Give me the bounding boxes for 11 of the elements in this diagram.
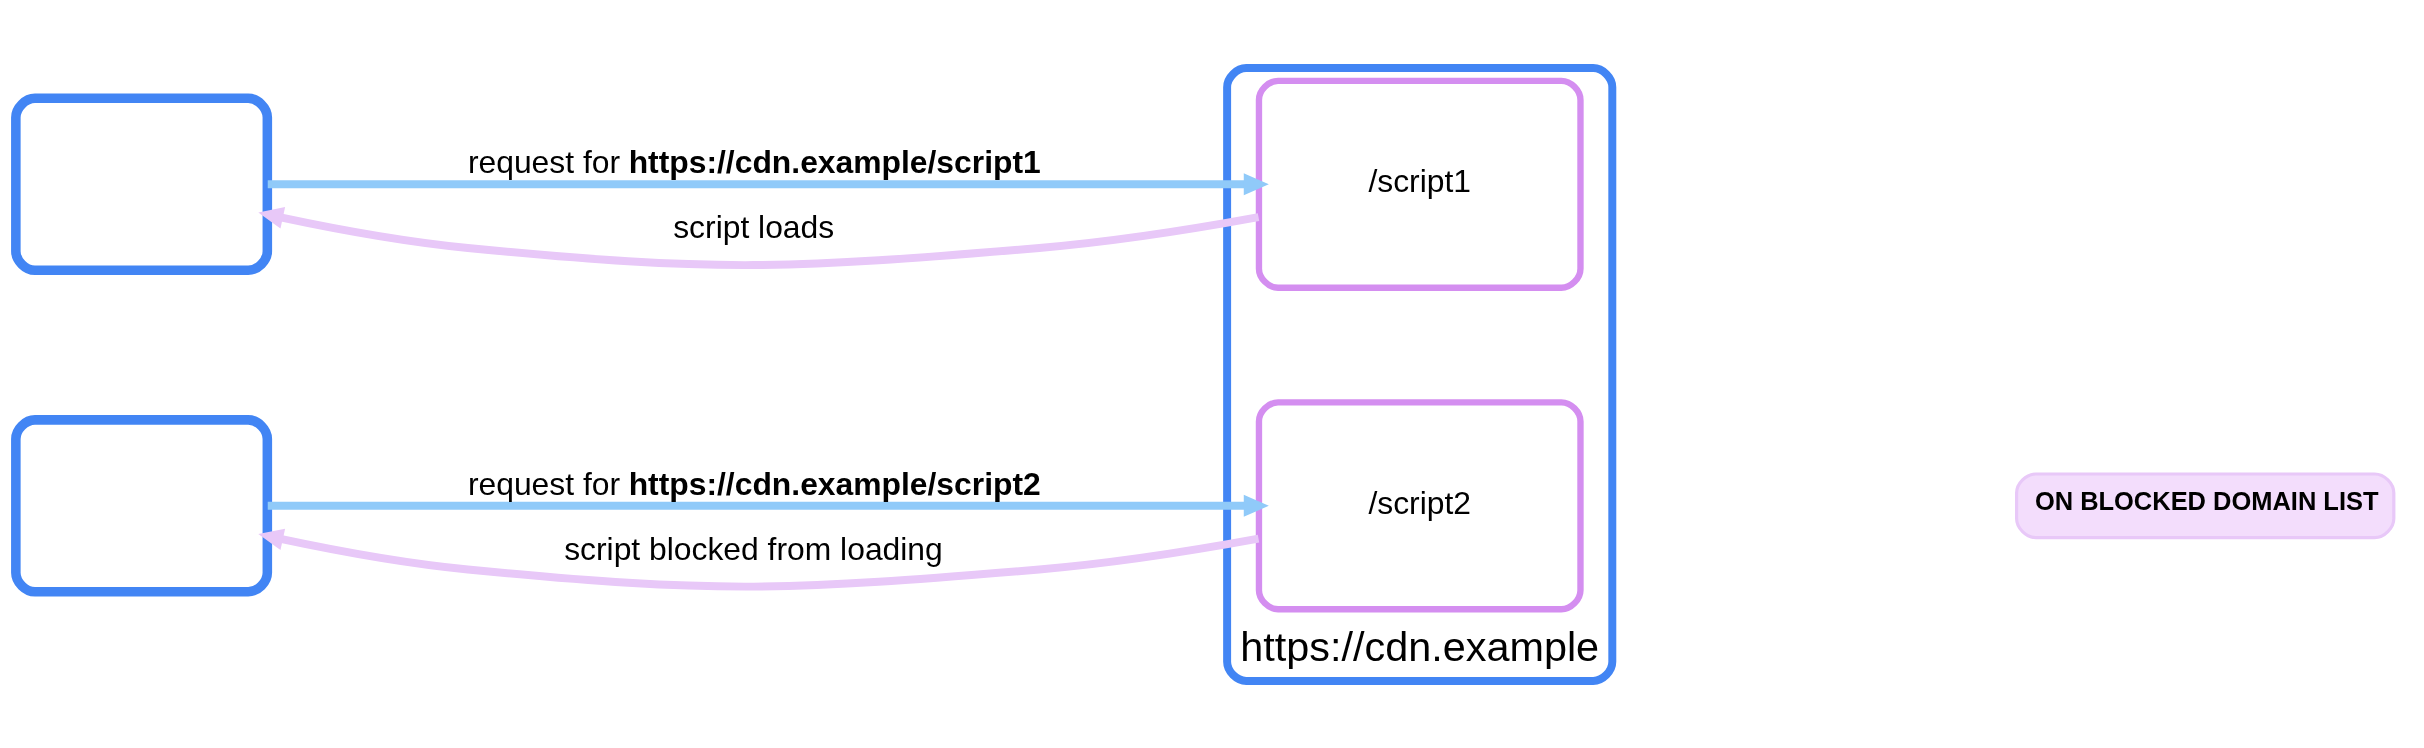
edge-label: request for https://cdn.example/script1: [467, 143, 1041, 180]
label: ON BLOCKED DOMAIN LIST: [2034, 486, 2379, 515]
edge-label: request for https://cdn.example/script2: [467, 465, 1041, 502]
arrow: [258, 528, 1260, 591]
edge-label: script loads: [673, 208, 835, 245]
node-box: [11, 93, 273, 275]
edge-label: script blocked from loading: [564, 530, 943, 567]
node-box: /script2: [1255, 398, 1584, 612]
node-box: /script1: [1255, 77, 1584, 291]
node-box: [11, 414, 273, 597]
arrow: [258, 206, 1260, 269]
